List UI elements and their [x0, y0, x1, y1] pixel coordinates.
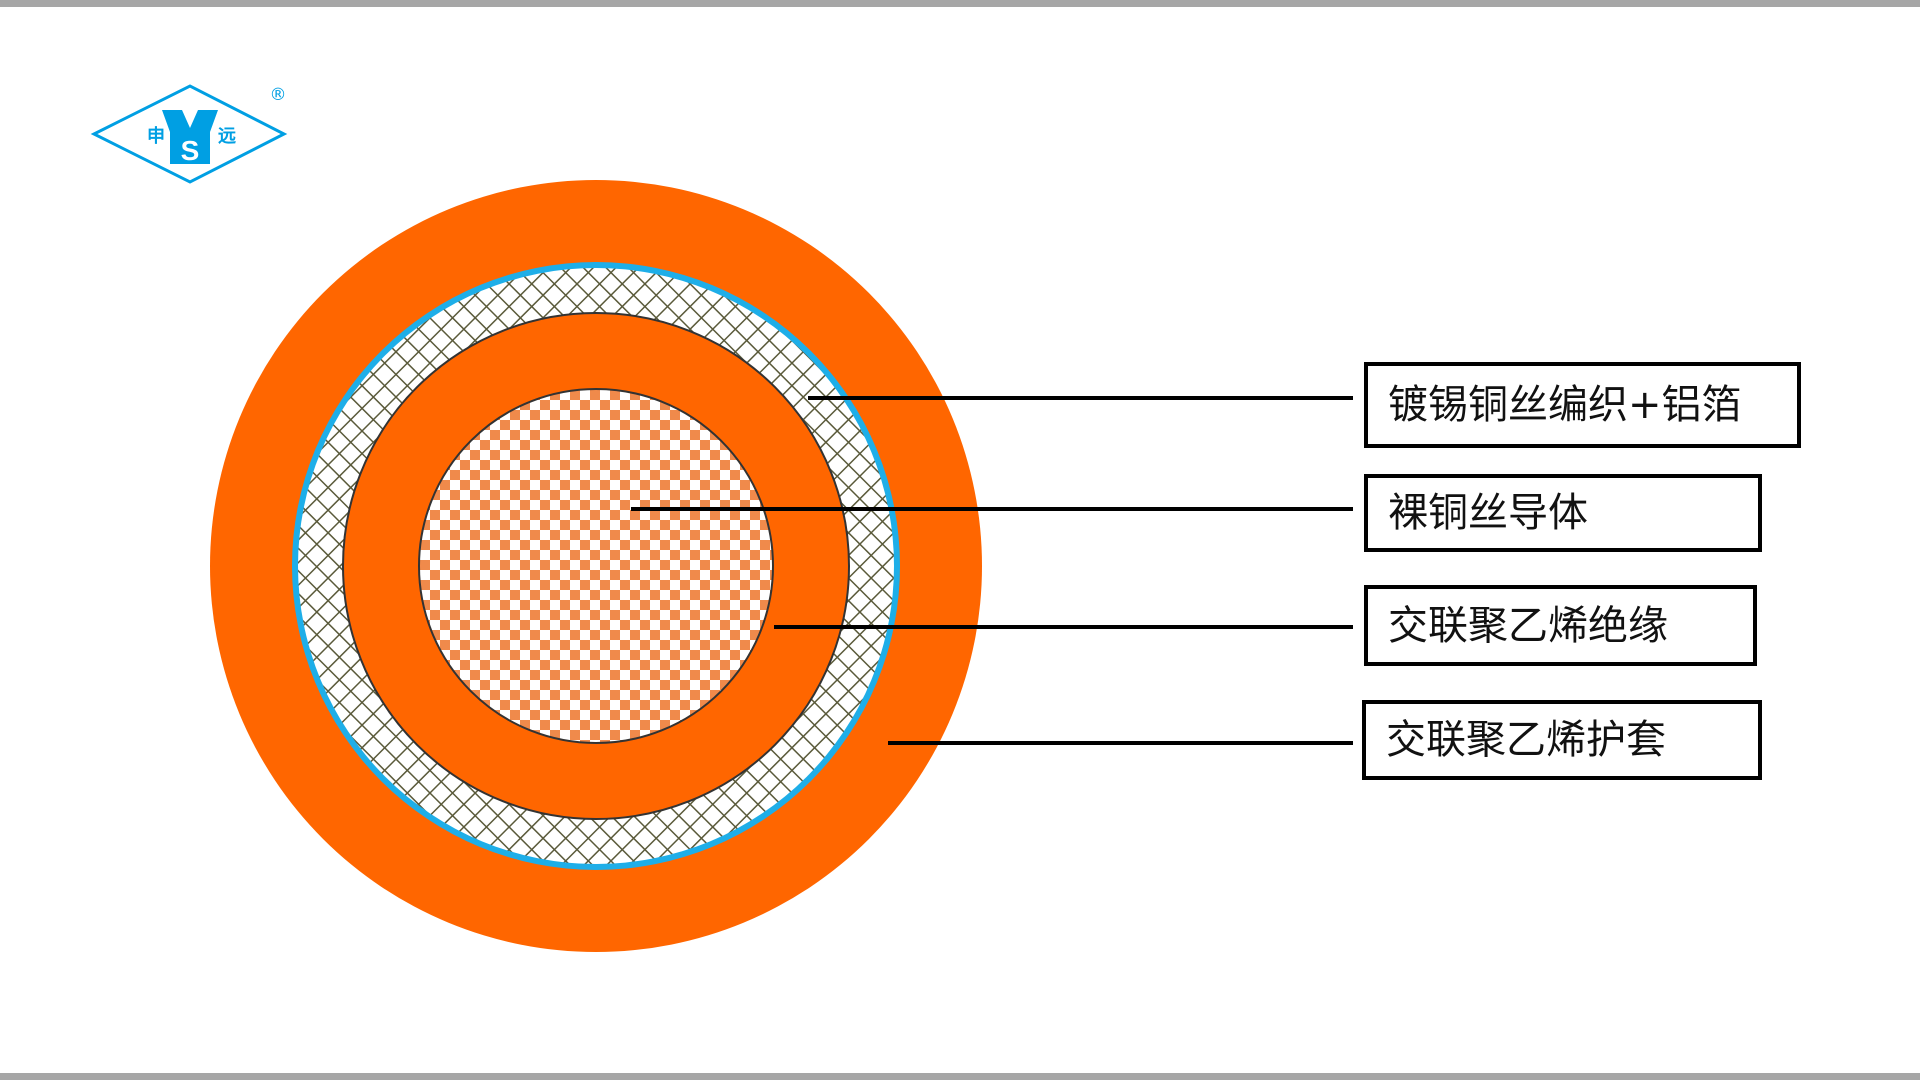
- top-border: [0, 0, 1920, 7]
- label-text: 交联聚乙烯绝缘: [1388, 602, 1668, 649]
- label-text: 交联聚乙烯护套: [1386, 717, 1666, 763]
- registered-mark: ®: [270, 85, 287, 105]
- label-insulation: 交联聚乙烯绝缘: [1364, 585, 1757, 666]
- label-shield: 镀锡铜丝编织+铝箔: [1364, 362, 1801, 448]
- label-sheath: 交联聚乙烯护套: [1362, 700, 1762, 780]
- label-conductor: 裸铜丝导体: [1364, 474, 1762, 552]
- conductor: [418, 388, 774, 744]
- logo-letter: S: [181, 135, 200, 166]
- company-logo: S 申 远 ®: [90, 80, 300, 194]
- bottom-border: [0, 1073, 1920, 1080]
- logo-left-char: 申: [147, 125, 165, 147]
- logo-right-char: 远: [218, 126, 236, 147]
- label-text: 裸铜丝导体: [1388, 490, 1588, 536]
- label-text: 镀锡铜丝编织+铝箔: [1388, 382, 1742, 428]
